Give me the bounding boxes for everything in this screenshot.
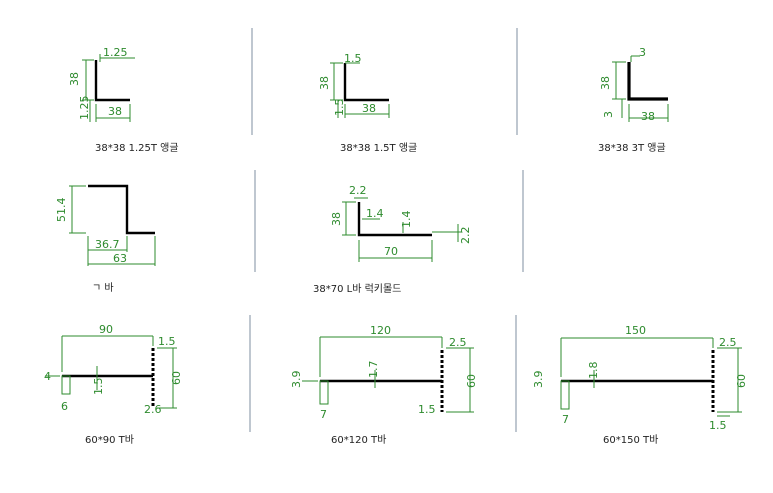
l-bar-drawing: 2.2 38 1.4 1.4 2.2 70: [330, 184, 472, 262]
dim-inner: 36.7: [95, 238, 120, 251]
z-bar-drawing: 51.4 36.7 63: [55, 184, 156, 266]
t-bar-60x90-drawing: 90 1.5 4 6 1.5 60 2.6: [44, 323, 183, 416]
dim-top: 2.5: [719, 336, 737, 349]
dim-end: 2.2: [459, 227, 472, 245]
dim-bottom: 1.5: [418, 403, 436, 416]
dim-web: 1.8: [587, 362, 600, 380]
dim-t1: 1.4: [366, 207, 384, 220]
dim-bottom-left: 6: [61, 400, 68, 413]
dim-bottom-left: 7: [562, 413, 569, 426]
dim-top: 2.5: [449, 336, 467, 349]
dim-flange: 60: [735, 374, 748, 388]
dim-width: 90: [99, 323, 113, 336]
dim-flange: 60: [170, 371, 183, 385]
caption-z-bar: ㄱ 바: [92, 282, 114, 294]
dim-top: 1.5: [344, 52, 362, 65]
dim-width: 70: [384, 245, 398, 258]
dim-width: 38: [641, 110, 655, 123]
t-bar-60x120-drawing: 120 2.5 3.9 7 1.7 60 1.5: [290, 324, 478, 421]
angle-1-25t-drawing: 1.25 38 1.25 38: [68, 46, 135, 122]
dim-web: 1.5: [92, 378, 105, 396]
dim-top: 1.25: [103, 46, 128, 59]
dim-t2: 1.4: [400, 211, 413, 229]
dim-left: 3.9: [532, 371, 545, 389]
dim-width: 150: [625, 324, 646, 337]
caption-angle-1-25t: 38*38 1.25T 앵글: [95, 142, 179, 154]
dim-web: 1.7: [367, 361, 380, 379]
dim-bottom: 1.5: [709, 419, 727, 432]
dim-height: 38: [330, 212, 343, 226]
dim-left: 3.9: [290, 371, 303, 389]
caption-t-bar-60x120: 60*120 T바: [331, 434, 386, 446]
dim-left: 4: [44, 370, 51, 383]
grid-separators: [249, 28, 524, 432]
dim-width: 120: [370, 324, 391, 337]
dim-height: 51.4: [55, 198, 68, 223]
dim-width: 38: [362, 102, 376, 115]
angle-3t-drawing: 3 38 3 38: [599, 46, 669, 123]
caption-angle-1-5t: 38*38 1.5T 앵글: [340, 142, 417, 154]
dim-top: 3: [639, 46, 646, 59]
dim-height: 38: [599, 76, 612, 90]
angle-1-5t-drawing: 1.5 38 1.5 38: [318, 52, 390, 118]
t-bar-60x150-drawing: 150 2.5 3.9 7 1.8 60 1.5: [532, 324, 748, 432]
dim-height: 38: [68, 72, 81, 86]
dim-thickness: 1.25: [78, 96, 91, 121]
dim-top: 2.2: [349, 184, 367, 197]
dim-bottom-left: 7: [320, 408, 327, 421]
dim-total: 63: [113, 252, 127, 265]
caption-angle-3t: 38*38 3T 앵글: [598, 142, 666, 154]
dim-height: 38: [318, 76, 331, 90]
dim-top: 1.5: [158, 335, 176, 348]
dim-width: 38: [108, 105, 122, 118]
dim-thickness: 3: [602, 111, 615, 118]
dim-flange: 60: [465, 374, 478, 388]
caption-l-bar: 38*70 L바 럭키몰드: [313, 283, 401, 295]
dim-thickness: 1.5: [333, 99, 346, 117]
dim-bottom: 2.6: [144, 403, 162, 416]
caption-t-bar-60x90: 60*90 T바: [85, 434, 134, 446]
caption-t-bar-60x150: 60*150 T바: [603, 434, 658, 446]
